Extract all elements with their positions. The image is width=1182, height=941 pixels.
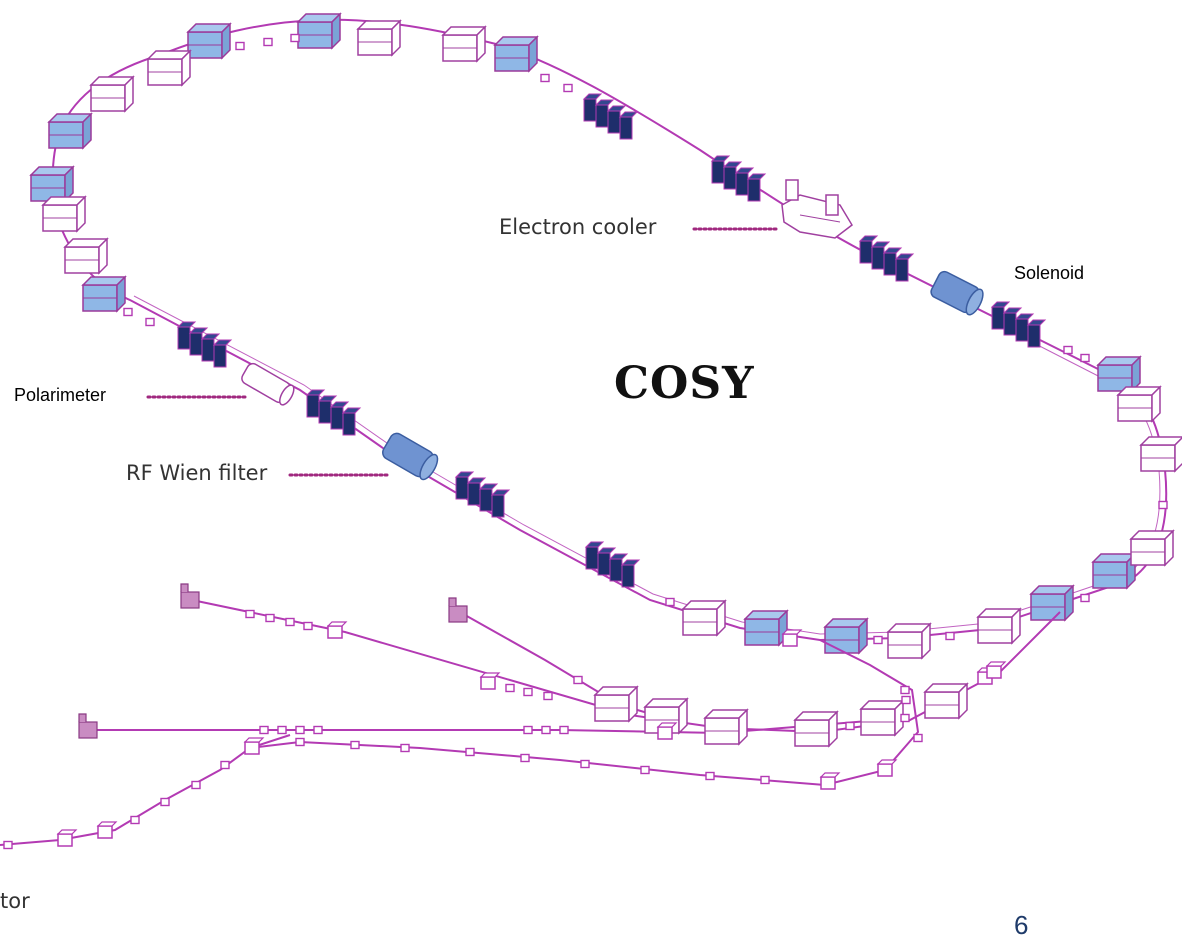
ring-element: [236, 43, 244, 50]
ring-element: [874, 637, 882, 644]
ring-element: [124, 309, 132, 316]
partial-bottom-label: tor: [0, 889, 30, 913]
ring-element: [1081, 595, 1089, 602]
quadrupole-group: [992, 302, 1045, 347]
quadrupole-group: [584, 94, 637, 139]
magnet-box: [1131, 531, 1173, 565]
magnet-box: [888, 624, 930, 658]
ring-element: [541, 75, 549, 82]
quadrupole-group: [860, 236, 913, 281]
dipole-magnet: [31, 167, 73, 201]
dipole-magnet: [745, 611, 787, 645]
dipole-magnet: [49, 114, 91, 148]
page-number: 6: [1014, 910, 1028, 941]
ring-beam-pipe-inner: [134, 296, 1160, 634]
dipole-magnet: [825, 619, 867, 653]
magnet-box: [358, 21, 400, 55]
dipole-magnet: [298, 14, 340, 48]
dipole-magnet: [1031, 586, 1073, 620]
ring-element: [946, 633, 954, 640]
magnet-box: [683, 601, 725, 635]
quadrupole-group: [456, 472, 509, 517]
rf-wien-filter-device: [380, 431, 441, 482]
magnet-box: [91, 77, 133, 111]
ring-element: [666, 599, 674, 606]
target-station: [181, 584, 199, 608]
dipole-magnet: [1098, 357, 1140, 391]
dipole-magnet: [188, 24, 230, 58]
dipole-magnet: [1093, 554, 1135, 588]
solenoid-device: [929, 270, 986, 318]
polarimeter-device: [240, 361, 297, 407]
rf-wien-filter-label: RF Wien filter: [126, 461, 267, 485]
ring-element: [1081, 355, 1089, 362]
electron-cooler-label: Electron cooler: [499, 215, 656, 239]
ring-element: [291, 35, 299, 42]
polarimeter-label: Polarimeter: [14, 385, 106, 406]
dipole-magnet: [83, 277, 125, 311]
ring-element: [1064, 347, 1072, 354]
magnet-box: [443, 27, 485, 61]
quadrupole-group: [712, 156, 765, 201]
magnet-box: [1118, 387, 1160, 421]
dipole-magnet: [495, 37, 537, 71]
magnet-box: [1141, 437, 1182, 471]
target-station: [449, 598, 467, 622]
electron-cooler-device: [782, 180, 852, 238]
quadrupole-group: [178, 322, 231, 367]
ring-element: [564, 85, 572, 92]
magnet-box: [65, 239, 107, 273]
magnet-box: [43, 197, 85, 231]
quadrupole-group: [307, 390, 360, 435]
quadrupole-group: [586, 542, 639, 587]
leader-lines: [148, 229, 776, 475]
magnet-box: [978, 609, 1020, 643]
ring-element: [264, 39, 272, 46]
ring-element: [146, 319, 154, 326]
magnet-box: [148, 51, 190, 85]
solenoid-label: Solenoid: [1014, 263, 1084, 284]
ring-element: [1159, 502, 1167, 509]
cosy-title: COSY: [614, 358, 755, 409]
target-station: [79, 714, 97, 738]
